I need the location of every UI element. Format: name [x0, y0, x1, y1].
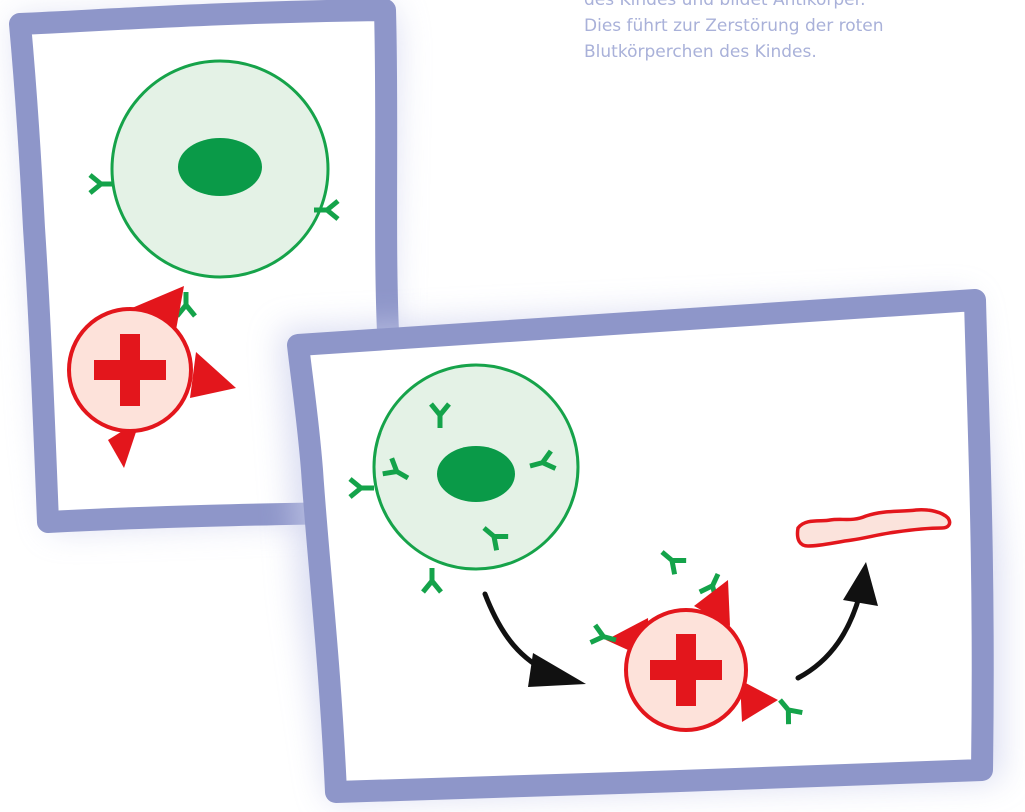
- nucleus: [178, 138, 262, 196]
- panel-destruction: [280, 298, 1000, 800]
- nucleus: [437, 446, 515, 502]
- rh-plus-symbol: [94, 360, 166, 380]
- rh-plus-symbol: [650, 660, 722, 680]
- panel-2-frame: [298, 300, 983, 792]
